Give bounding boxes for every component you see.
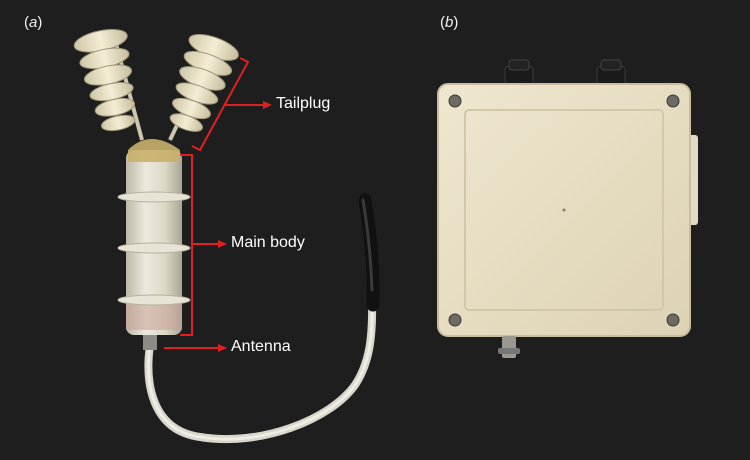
label-tailplug: Tailplug [276, 95, 331, 112]
screw [448, 313, 462, 327]
tailplug-right [169, 33, 239, 132]
screw [666, 94, 680, 108]
paren-open: ( [24, 14, 29, 31]
annotation-lines [164, 57, 272, 352]
panel-letter-a: a [29, 14, 38, 31]
tailplug-left [73, 28, 136, 132]
panel-label-a: (a) [24, 14, 42, 31]
paren-close: ) [453, 14, 459, 31]
label-antenna: Antenna [231, 338, 291, 355]
paren-open: ( [440, 14, 445, 31]
panel-letter-b: b [445, 14, 454, 31]
panel-label-b: (b) [440, 14, 458, 31]
bottom-connector [502, 336, 516, 358]
receiver-box-photo [437, 59, 698, 358]
label-main-body: Main body [231, 234, 305, 251]
main-body [117, 139, 191, 335]
screw [666, 313, 680, 327]
antenna-tip [358, 193, 380, 312]
paren-close: ) [37, 14, 43, 31]
device-photo [73, 28, 380, 444]
screw [448, 94, 462, 108]
